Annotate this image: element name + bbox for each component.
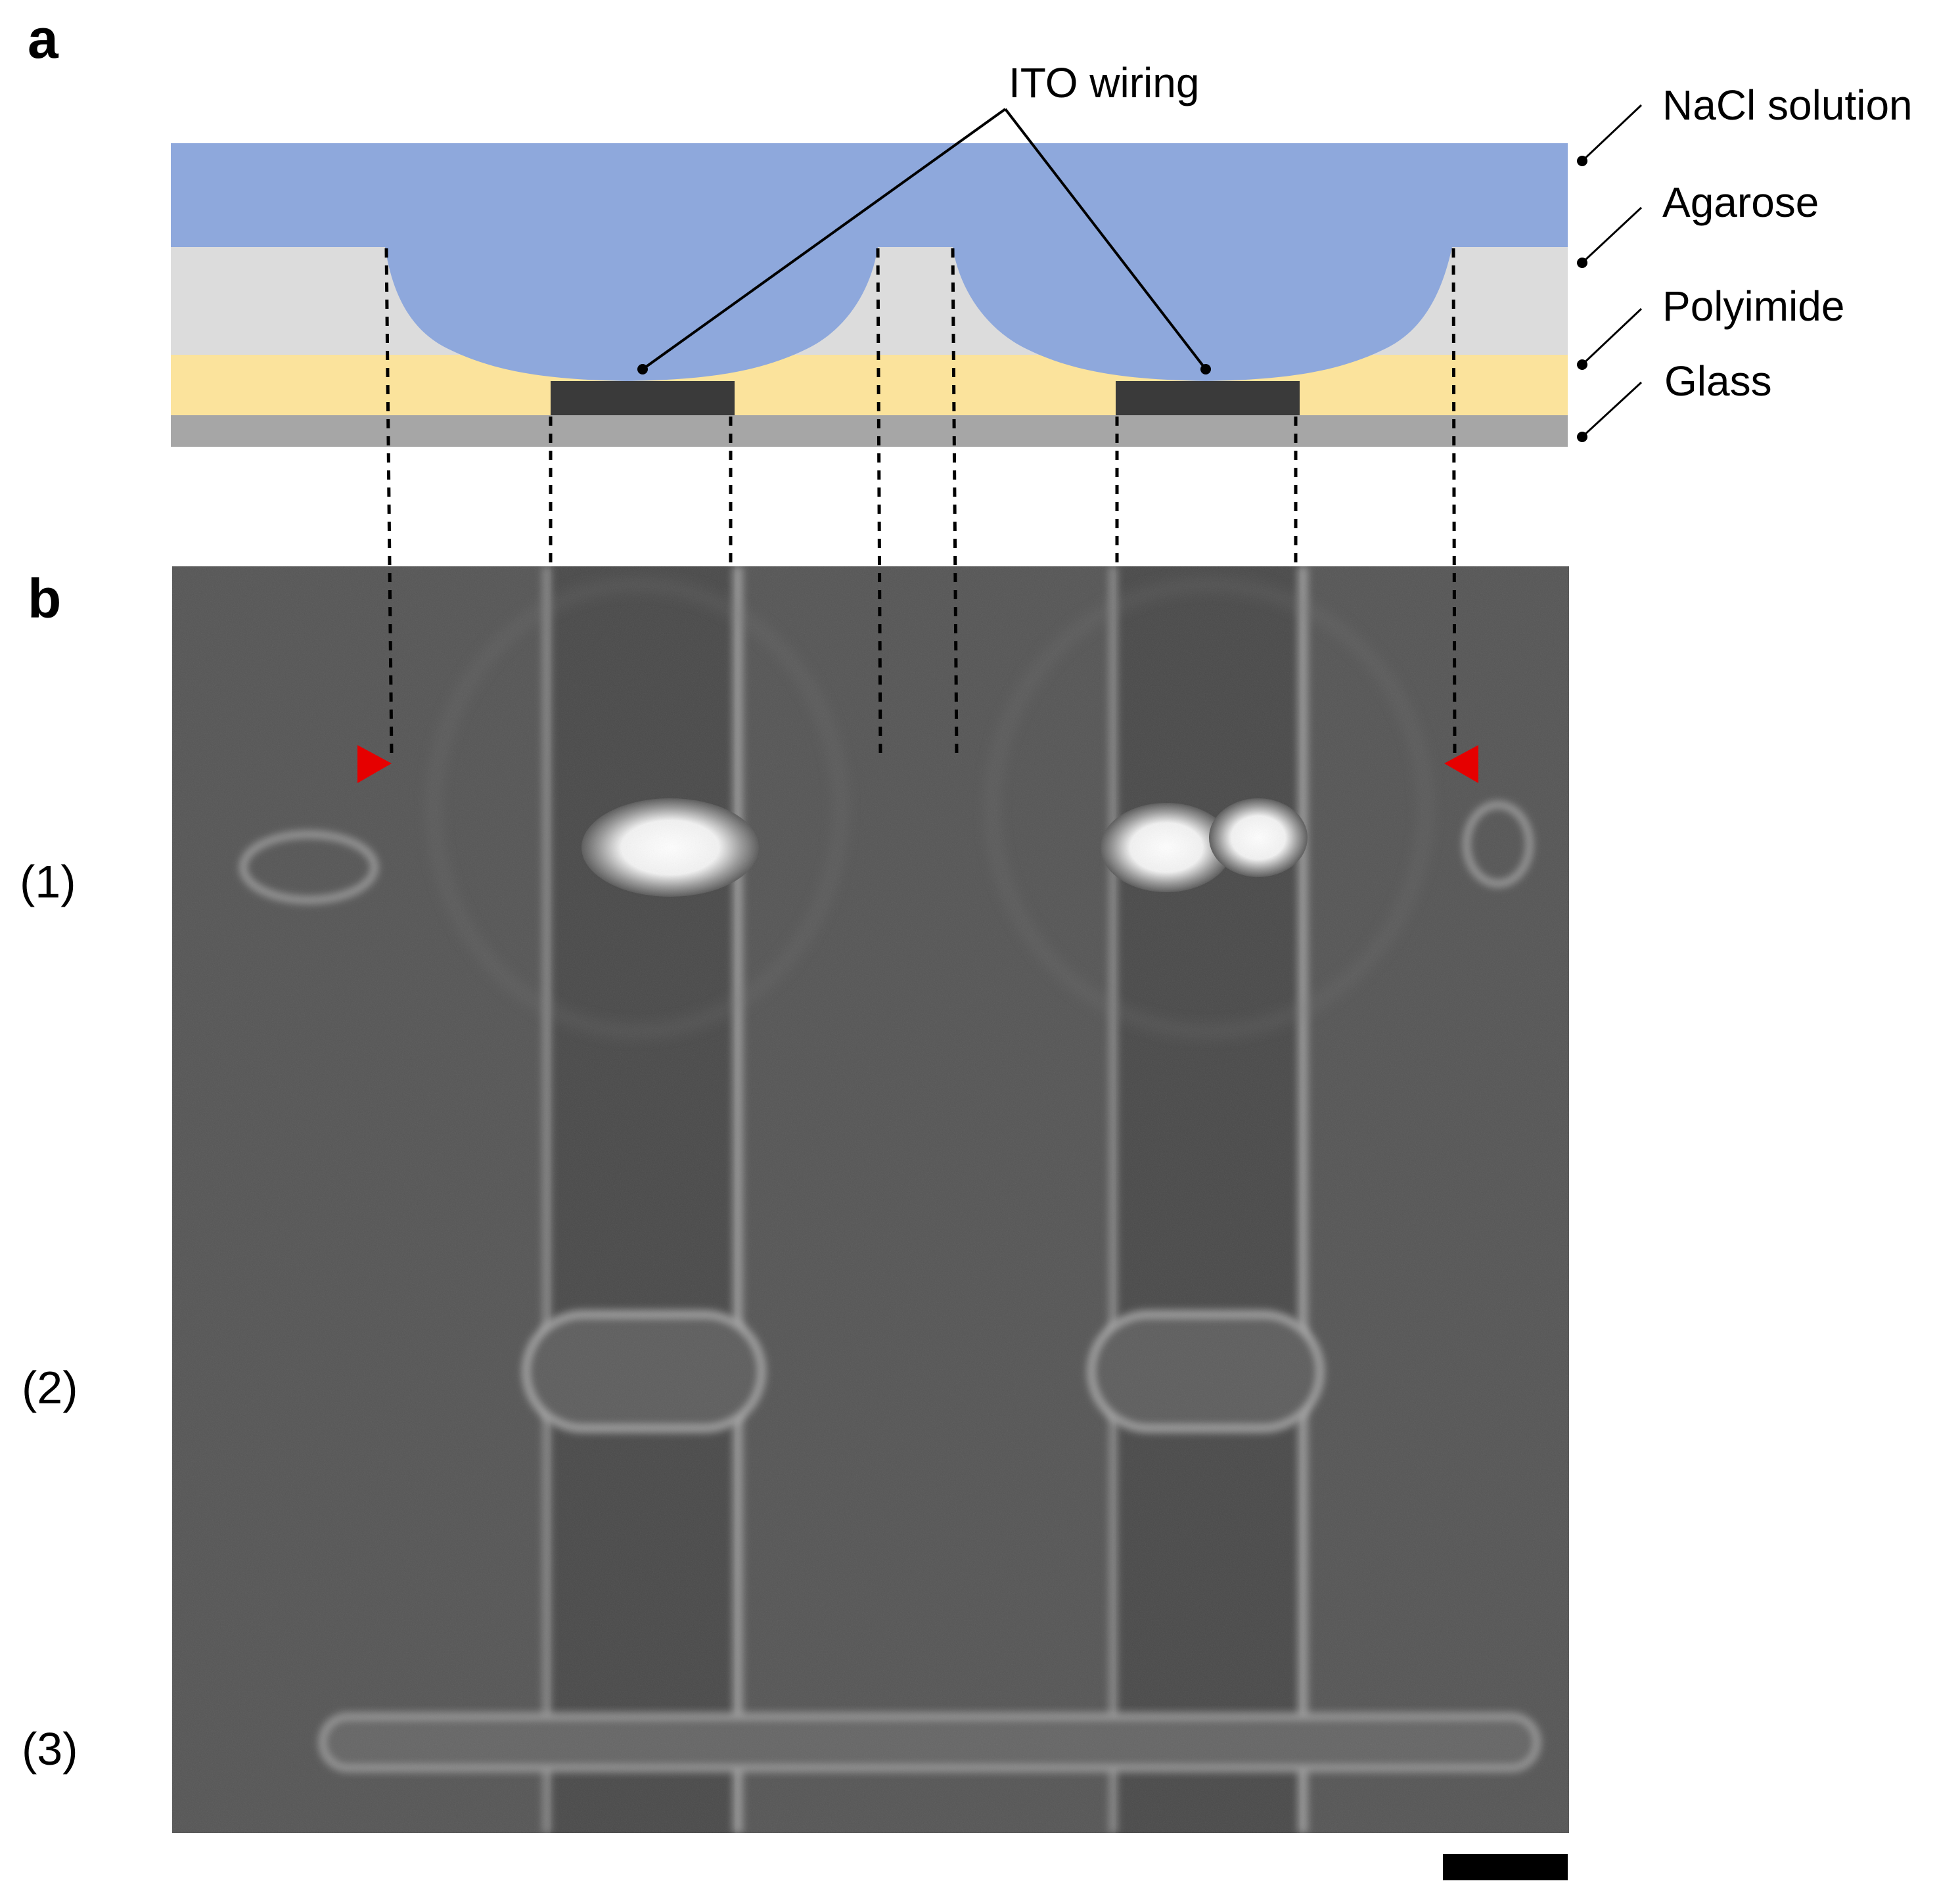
nacl-callout: NaCl solution <box>1577 81 1913 166</box>
layer-legend: NaCl solution Agarose Polyimide Glass <box>1577 81 1913 442</box>
nacl-label: NaCl solution <box>1662 81 1913 129</box>
panel-a: a ITO wiring NaCl <box>28 8 1913 447</box>
alignment-lines <box>384 248 1457 756</box>
micrograph <box>172 566 1569 1833</box>
cross-section <box>171 143 1568 447</box>
micrograph-grain <box>172 566 1569 1833</box>
polyimide-label: Polyimide <box>1662 283 1844 330</box>
row-label-3: (3) <box>22 1723 78 1775</box>
glass-label: Glass <box>1664 357 1772 405</box>
nacl-solution-layer <box>171 143 1568 381</box>
agarose-label: Agarose <box>1662 179 1819 226</box>
panel-a-letter: a <box>28 8 59 70</box>
ito-leader-right <box>1004 108 1207 371</box>
ito-wiring-label: ITO wiring <box>1009 59 1199 106</box>
scale-bar <box>1443 1854 1568 1880</box>
red-arrowhead-left <box>357 745 392 783</box>
polyimide-callout: Polyimide <box>1577 283 1844 370</box>
ito-electrode-left <box>551 381 735 415</box>
polyimide-layer <box>171 355 1568 415</box>
glass-layer <box>171 415 1568 447</box>
panel-b-letter: b <box>28 568 61 629</box>
panel-b: b <box>20 248 1569 1880</box>
ito-wiring-callout: ITO wiring <box>637 59 1211 374</box>
ito-electrode-right <box>1116 381 1300 415</box>
glass-callout: Glass <box>1577 357 1772 442</box>
ito-leader-dot-right <box>1200 364 1211 374</box>
ito-leader-left <box>641 108 1007 371</box>
ito-leader-dot-left <box>637 364 648 374</box>
agarose-callout: Agarose <box>1577 179 1819 268</box>
red-arrowhead-right <box>1444 745 1478 783</box>
row-label-1: (1) <box>20 856 76 907</box>
row-label-2: (2) <box>22 1362 78 1413</box>
